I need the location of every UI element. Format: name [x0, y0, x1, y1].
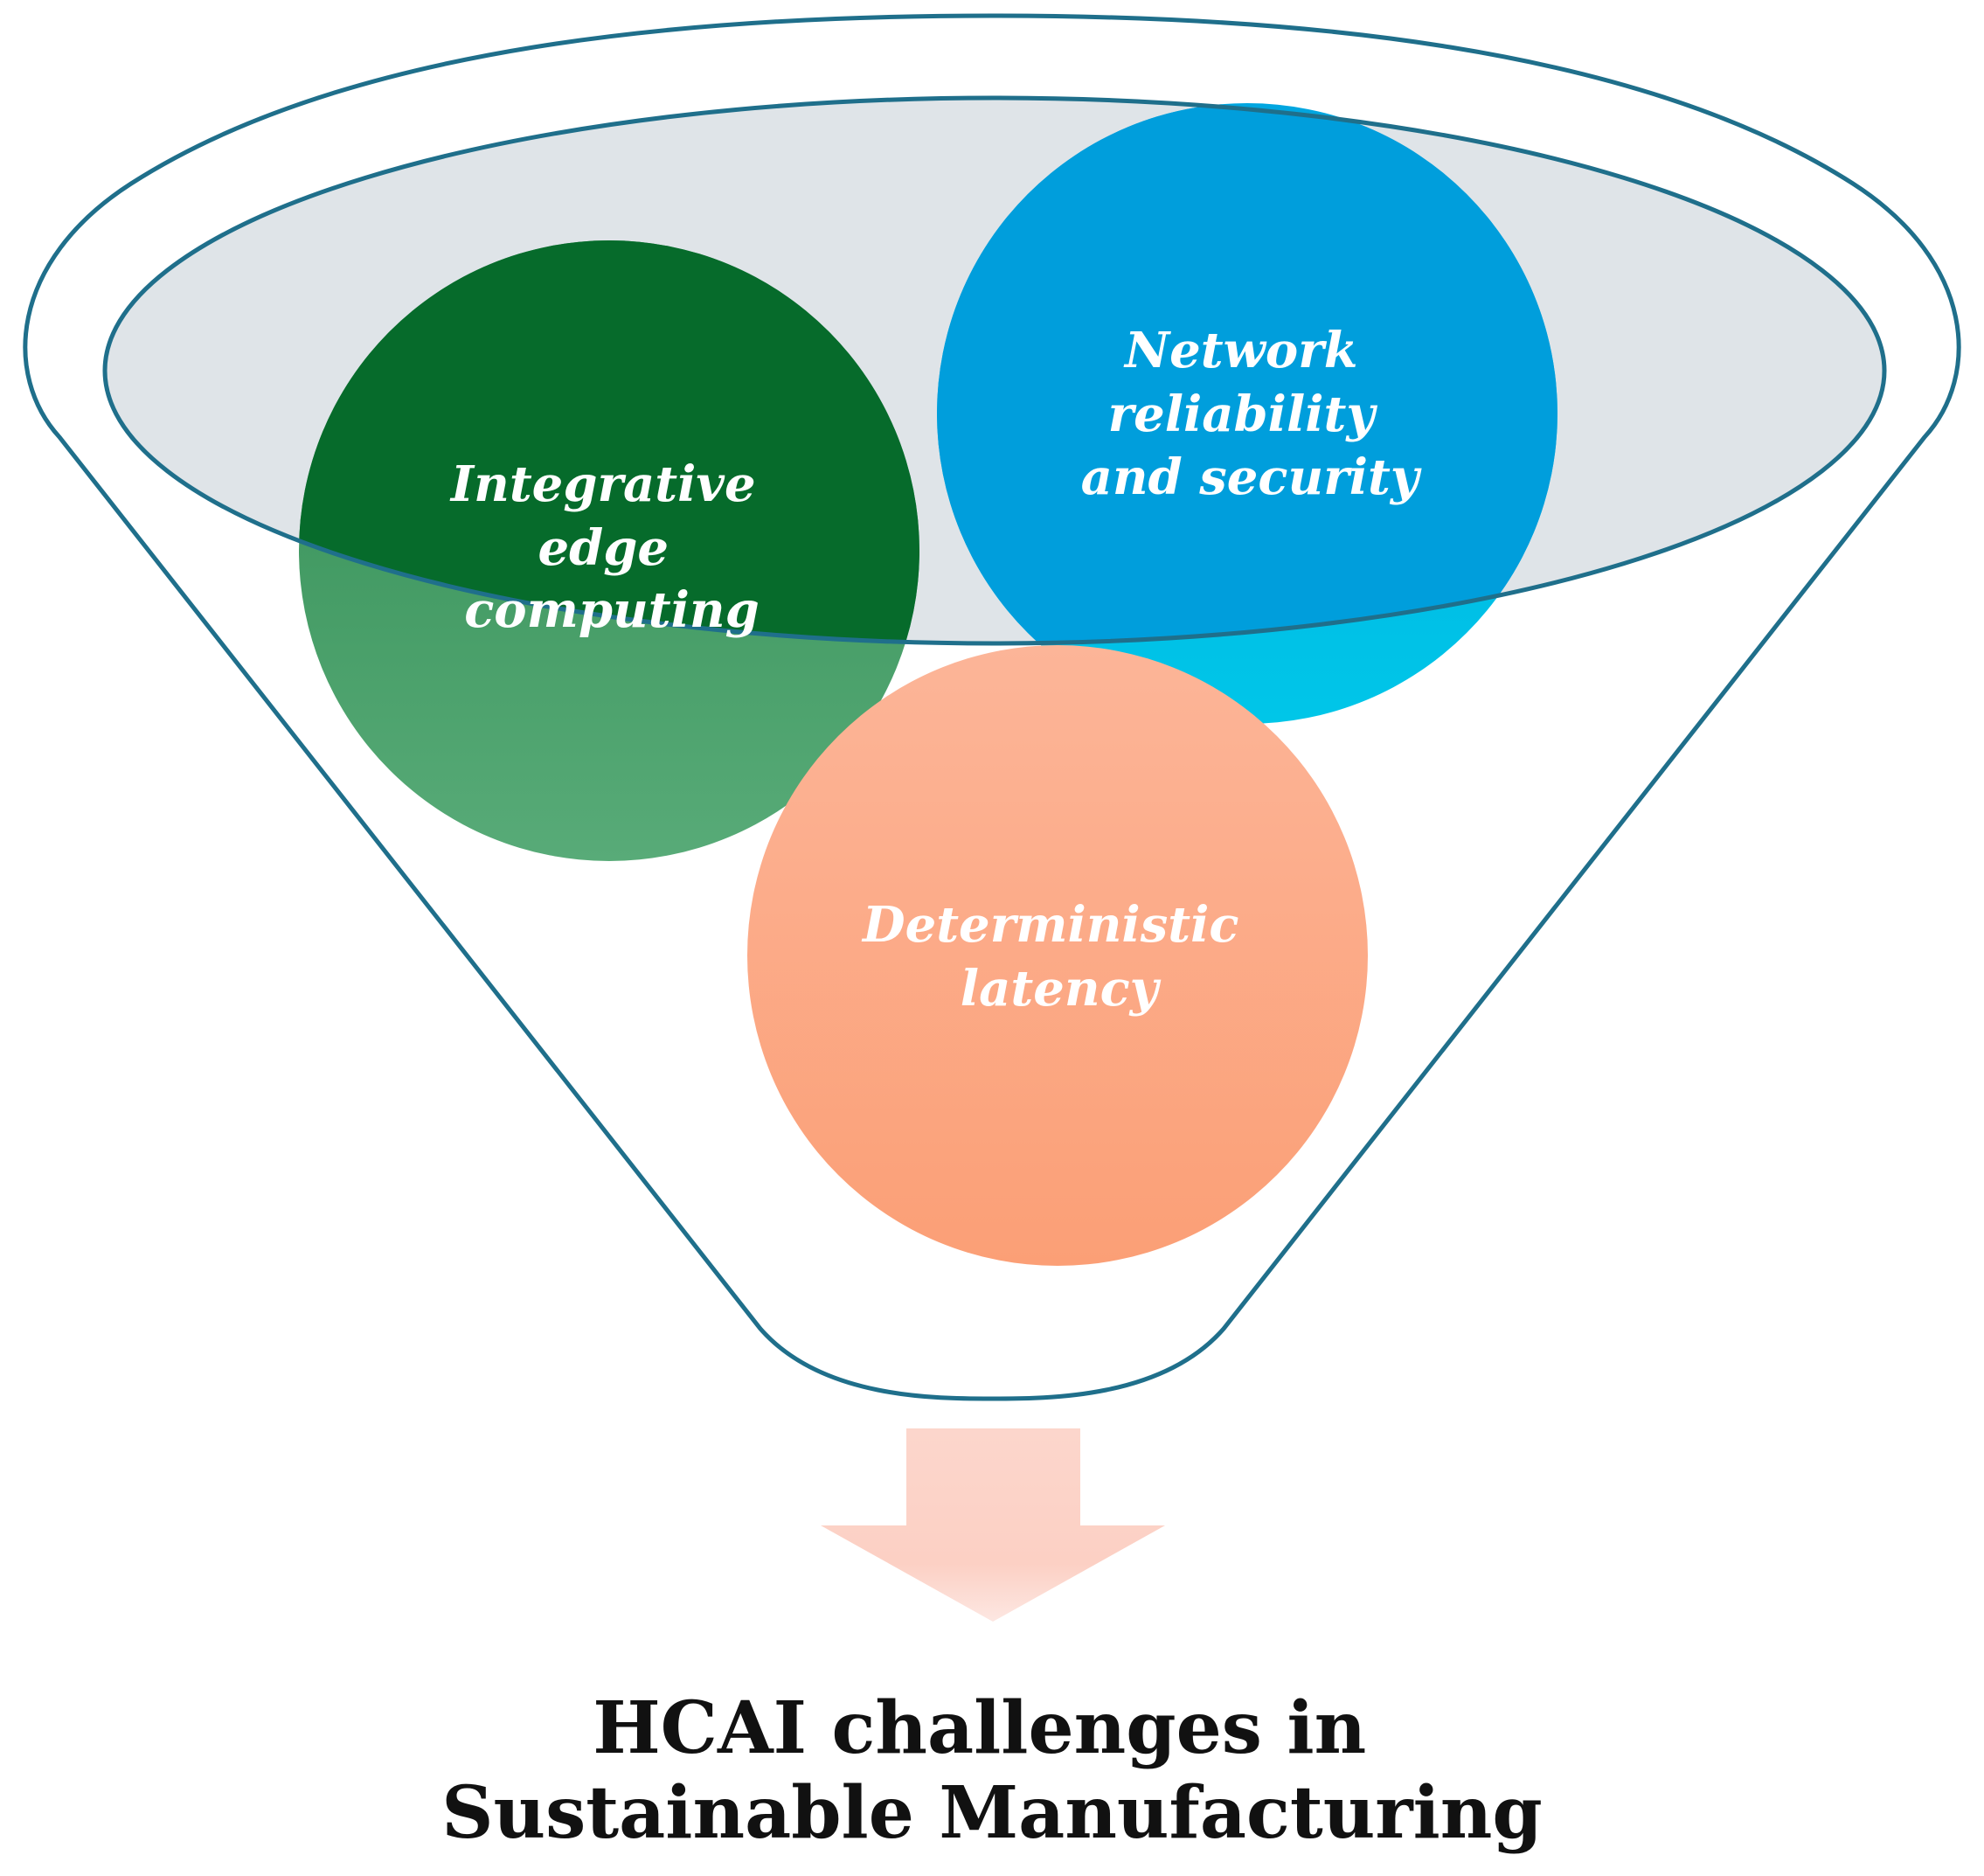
funnel-rim-outline	[102, 95, 1887, 646]
down-arrow	[821, 1428, 1165, 1622]
label-line: Network	[1123, 322, 1358, 379]
label-line: edge	[538, 519, 669, 577]
label-deterministic-latency: Deterministic latency	[861, 896, 1256, 1018]
label-integrative-edge-computing: Integrative edge computing	[449, 455, 773, 639]
label-network-reliability-security: Network reliability and security	[1081, 322, 1422, 506]
circle-green-overlap	[299, 240, 919, 643]
caption-line-2: Sustainable Manufacturing	[441, 1771, 1542, 1855]
circle-blue-overlap	[937, 103, 1557, 643]
label-line: reliability	[1108, 386, 1378, 443]
caption: HCAI challenges in Sustainable Manufactu…	[441, 1686, 1542, 1855]
label-line: latency	[961, 960, 1162, 1018]
circle-deterministic-latency	[747, 645, 1368, 1266]
label-line: computing	[464, 581, 760, 639]
label-line: Deterministic	[861, 896, 1238, 954]
label-line: and security	[1081, 448, 1422, 506]
caption-line-1: HCAI challenges in	[593, 1686, 1366, 1770]
label-line: Integrative	[449, 455, 756, 513]
